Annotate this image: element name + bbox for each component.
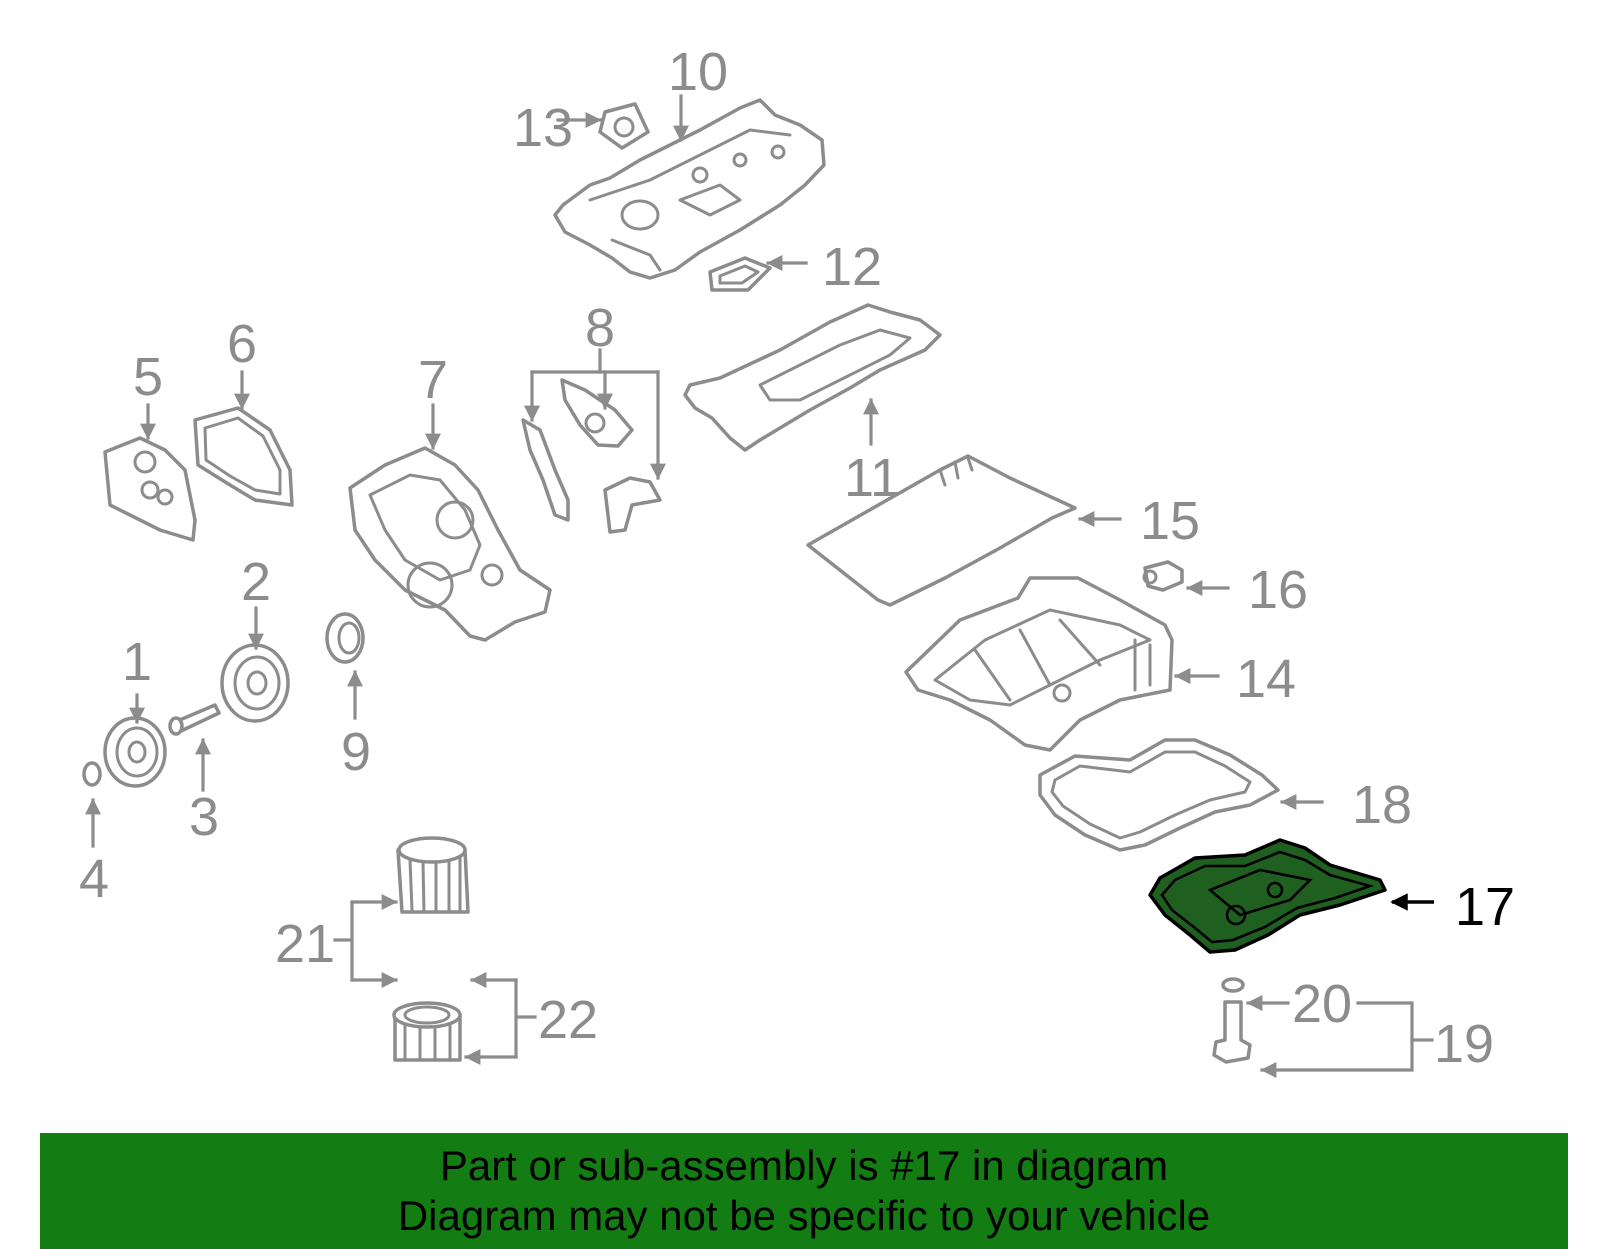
part-7-front-cover[interactable] [348,446,552,642]
part-2-pulley[interactable] [220,643,290,723]
footer-banner: Part or sub-assembly is #17 in diagram D… [40,1133,1568,1249]
callout-16: 16 [1248,560,1308,620]
part-9-seal[interactable] [325,612,365,664]
callout-13: 13 [513,98,573,158]
callout-19: 19 [1434,1014,1494,1074]
part-22-filter-cap[interactable] [392,1001,462,1062]
leader-22-bracket [514,978,537,1059]
part-19-drain-plug[interactable] [1212,1000,1252,1064]
part-16-sensor[interactable] [1142,560,1184,592]
leader-21-bracket [333,900,354,982]
part-6-gasket[interactable] [193,406,294,507]
callout-21: 21 [275,914,335,974]
callout-18: 18 [1352,775,1412,835]
callout-2: 2 [241,552,271,612]
part-20-washer[interactable] [1221,977,1245,993]
part-13-gasket[interactable] [598,102,650,150]
part-18-gasket[interactable] [1038,738,1280,852]
callout-8: 8 [585,298,615,358]
callout-14: 14 [1236,649,1296,709]
callout-6: 6 [227,314,257,374]
callout-4: 4 [79,849,109,909]
part-17-oil-pan-lower[interactable] [1148,838,1387,954]
part-10-valve-cover[interactable] [553,98,826,280]
callout-labels: 1 2 3 4 5 6 7 8 9 10 11 12 13 14 15 16 1… [79,42,1515,1074]
footer-line-2: Diagram may not be specific to your vehi… [397,1192,1211,1239]
part-3-bolt[interactable] [168,703,221,736]
part-11-gasket[interactable] [683,303,942,452]
part-5-timing-cover[interactable] [103,436,197,542]
part-12-gasket[interactable] [708,256,772,292]
callout-17: 17 [1455,877,1515,937]
callout-22: 22 [538,990,598,1050]
callout-3: 3 [189,787,219,847]
callout-5: 5 [133,347,163,407]
callout-11: 11 [844,448,900,508]
callout-9: 9 [341,722,371,782]
part-8-chain-guides[interactable] [521,378,662,534]
leader-lines [85,94,1434,1078]
callout-7: 7 [418,350,448,410]
footer-line-1: Part or sub-assembly is #17 in diagram [439,1142,1169,1189]
leader-19-bracket [1260,1001,1414,1078]
part-4-washer[interactable] [82,761,102,787]
part-21-oil-filter[interactable] [396,836,470,914]
part-1-damper[interactable] [103,716,167,788]
callout-20: 20 [1292,974,1352,1034]
callout-15: 15 [1140,491,1200,551]
part-15-gasket[interactable] [806,454,1077,607]
callout-12: 12 [822,237,882,297]
part-14-oil-pan-upper[interactable] [904,576,1174,752]
callout-10: 10 [668,42,728,102]
callout-1: 1 [122,632,152,692]
